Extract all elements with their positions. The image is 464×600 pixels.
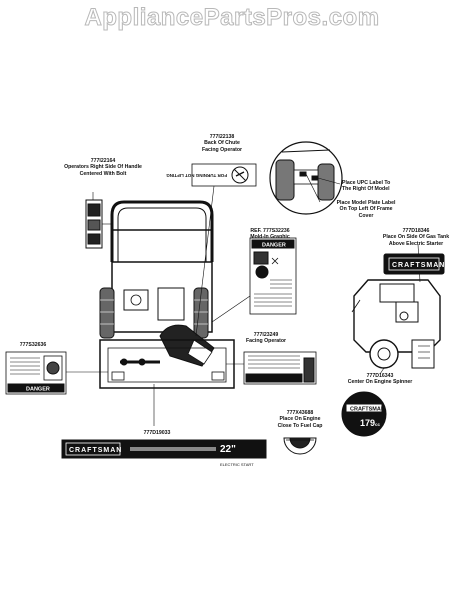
snowblower-body — [99, 261, 213, 339]
danger-decal-777s32636 — [5, 351, 67, 395]
fuel-cap-decal — [283, 437, 317, 455]
chute-decal-text: FOR TURNING NOT LIFTING — [166, 173, 227, 178]
front-decal-electric-start: ELECTRIC START — [220, 462, 254, 467]
discharge-chute — [159, 185, 215, 367]
engine — [351, 243, 441, 375]
gas-tank-brand: CRAFTSMAN — [392, 262, 445, 269]
engine-spinner-decal — [341, 391, 387, 437]
spinner-cc-value: 179 — [360, 418, 375, 428]
craftsman-front-decal — [61, 439, 267, 459]
spinner-cc-unit: cc — [375, 422, 381, 427]
danger-decal-heading: DANGER — [262, 243, 286, 249]
left-danger-heading: DANGER — [26, 387, 50, 393]
auger-housing — [66, 339, 244, 426]
front-decal-size: 22" — [220, 444, 236, 455]
craftsman-gas-tank-decal — [383, 253, 445, 275]
label-777s32636: 777S32636 — [19, 342, 47, 348]
danger-decal-777s32236: DANGER — [211, 237, 297, 323]
front-decal-brand: CRAFTSMAN — [69, 447, 122, 454]
detail-frame-cover — [269, 141, 343, 215]
snowblower-handle — [110, 200, 214, 262]
spinner-brand: CRAFTSMAN — [350, 407, 385, 413]
danger-decal-777i23249 — [243, 351, 317, 385]
chute-decal-777i22138: FOR TURNING NOT LIFTING — [166, 163, 257, 187]
label-777d19033: 777D19033 — [143, 430, 171, 436]
handle-decal-777i22164 — [85, 192, 112, 249]
watermark: AppliancePartsPros.com — [84, 4, 380, 32]
